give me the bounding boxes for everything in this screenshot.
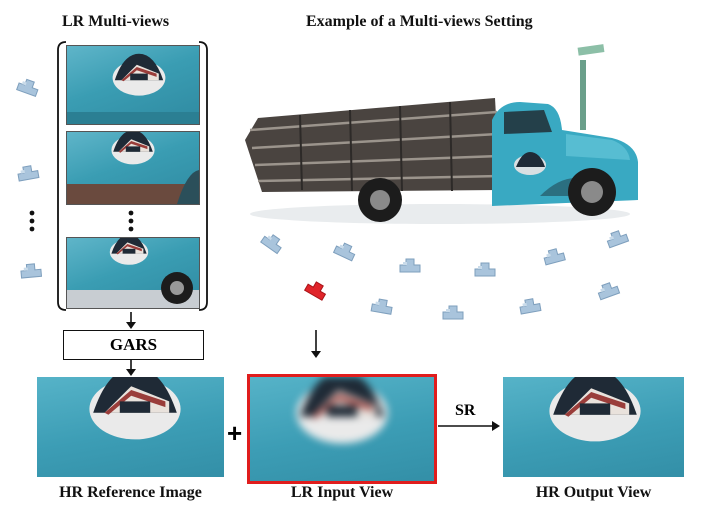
hr-reference-image bbox=[37, 377, 224, 477]
lr-input-view bbox=[247, 374, 437, 484]
camera-icon bbox=[474, 262, 496, 277]
camera-icon bbox=[19, 262, 42, 279]
scene-camera-icons bbox=[260, 228, 630, 320]
plus-sign: + bbox=[227, 418, 243, 448]
truck-scene bbox=[245, 44, 638, 224]
camera-icon bbox=[518, 297, 542, 315]
reference-caption: HR Reference Image bbox=[59, 484, 202, 501]
camera-icon bbox=[604, 228, 630, 249]
arrow-to-input bbox=[311, 330, 321, 358]
camera-icon bbox=[442, 305, 464, 320]
camera-icon bbox=[260, 230, 286, 255]
hr-output-view bbox=[503, 377, 684, 477]
thumbnail-ellipsis-dots bbox=[128, 210, 134, 232]
camera-icon bbox=[370, 297, 394, 315]
camera-icon bbox=[16, 76, 41, 97]
input-caption: LR Input View bbox=[290, 484, 394, 501]
arrow-sr bbox=[438, 421, 500, 431]
left-camera-icons bbox=[16, 76, 42, 279]
camera-icon bbox=[399, 258, 421, 273]
selected-camera-icon bbox=[304, 278, 329, 301]
lr-view-thumbnail-1 bbox=[66, 45, 200, 125]
camera-icon bbox=[333, 240, 358, 262]
lr-multiviews-title: LR Multi-views bbox=[62, 13, 170, 30]
sr-label: SR bbox=[455, 402, 476, 419]
camera-icon bbox=[542, 246, 566, 266]
output-caption: HR Output View bbox=[535, 484, 652, 501]
left-ellipsis-dots bbox=[29, 210, 35, 232]
lr-view-thumbnail-3 bbox=[66, 237, 200, 309]
multiview-setting-title: Example of a Multi-views Setting bbox=[306, 13, 533, 30]
camera-icon bbox=[16, 164, 40, 182]
arrow-to-gars bbox=[126, 312, 136, 329]
camera-icon bbox=[595, 280, 621, 301]
gars-label: GARS bbox=[109, 335, 158, 354]
arrow-to-reference bbox=[126, 359, 136, 376]
gars-module-box: GARS bbox=[63, 330, 204, 360]
thumbnail-brackets bbox=[57, 41, 208, 311]
lr-view-thumbnail-2 bbox=[66, 131, 200, 205]
